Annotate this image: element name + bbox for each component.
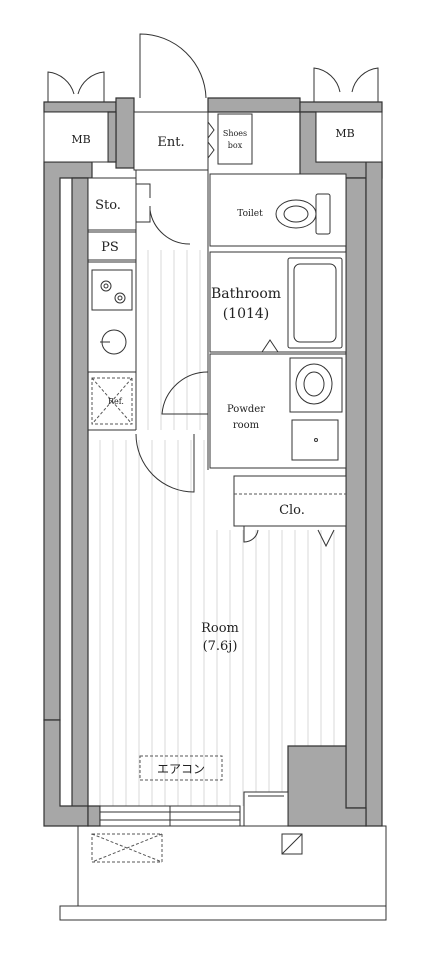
shoes-box-label-line2: box [228, 141, 243, 150]
wall-right-outer [365, 161, 383, 827]
wall-top-middle [207, 97, 301, 113]
room-label: Room [201, 621, 239, 636]
corridor [135, 170, 209, 470]
entrance-door [139, 33, 207, 99]
storage-room: Sto. [87, 177, 151, 231]
ps-label: PS [101, 240, 119, 255]
closet: Clo. [233, 475, 347, 548]
refrigerator-label: Ref. [108, 397, 124, 406]
wall-mb-left-side [107, 111, 117, 163]
air-conditioner: エアコン [139, 755, 223, 781]
room-floor-pattern [99, 250, 335, 806]
balcony [59, 825, 387, 921]
refrigerator-space: Ref. [91, 377, 133, 425]
shoes-box: Shoes box [207, 113, 253, 165]
powder-room-label-line2: room [233, 420, 260, 431]
toilet-room: Toilet [209, 173, 347, 247]
toilet-label: Toilet [237, 209, 263, 219]
bathroom-label: Bathroom [211, 286, 281, 302]
mb-left-box: MB [43, 111, 109, 163]
kitchen-sink-icon [100, 329, 127, 355]
wall-top-mb-right [299, 101, 383, 113]
ps-space: PS [87, 231, 137, 261]
wall-left [71, 177, 89, 811]
entrance-label: Ent. [157, 135, 184, 150]
air-conditioner-label: エアコン [157, 762, 205, 776]
mb-left-double-door [44, 71, 108, 103]
bathroom-size-label: (1014) [223, 306, 270, 322]
balcony-window [99, 791, 289, 827]
mb-right-double-door [308, 67, 382, 103]
toilet-fixture-icon [275, 193, 331, 235]
main-room: Room (7.6j) [201, 621, 239, 654]
outer-walls [43, 97, 383, 827]
washing-machine-space-icon [291, 419, 339, 461]
kitchen-counter [87, 261, 137, 373]
entrance-area: Ent. [133, 111, 209, 171]
balcony-hatch-icon [281, 833, 303, 855]
mb-left-label: MB [71, 133, 90, 146]
wall-right [345, 177, 367, 809]
powder-room: Powder room [161, 353, 347, 469]
powder-room-label-line1: Powder [227, 404, 265, 415]
stove-icon [100, 280, 126, 304]
mb-right-label: MB [335, 127, 354, 140]
room-door [88, 429, 195, 493]
wall-bottom-left [87, 805, 101, 827]
balcony-drain-icon [91, 833, 163, 863]
storage-label: Sto. [95, 198, 121, 213]
wall-entrance-top [115, 97, 135, 169]
shoes-box-label-line1: Shoes [223, 129, 247, 138]
room-size-label: (7.6j) [203, 639, 238, 654]
wall-top-mb-left [43, 101, 117, 113]
bathtub-icon [287, 257, 343, 349]
mb-right-box: MB [315, 111, 383, 163]
washbasin-icon [289, 357, 343, 413]
bathroom: Bathroom (1014) [209, 251, 347, 353]
closet-label: Clo. [279, 503, 305, 518]
